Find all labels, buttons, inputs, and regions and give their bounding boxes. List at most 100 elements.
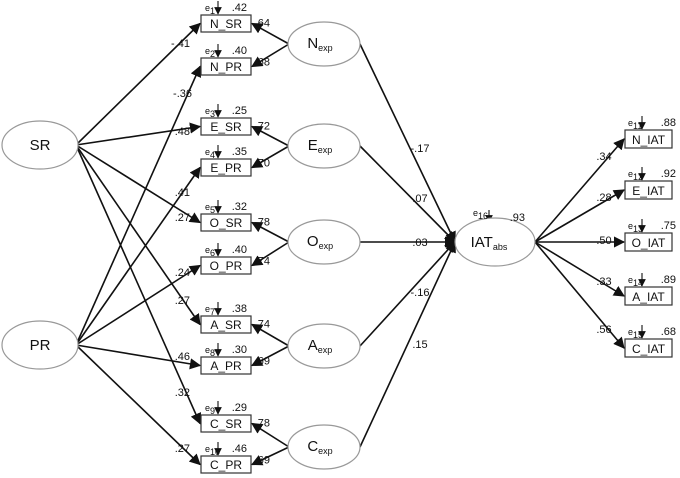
iat-ellipse [454, 217, 536, 267]
coef-pr-O_PR: .24 [175, 267, 190, 279]
path-sr-N_SR [75, 22, 201, 146]
coef-sr-O_SR: .27 [175, 212, 190, 224]
error-label: e10 [205, 444, 220, 457]
outcome-box [624, 129, 673, 149]
loading-Eexp-2 [251, 145, 290, 169]
loading-label: .72 [255, 121, 270, 133]
outcome-error-label: e11 [628, 118, 642, 131]
latent-Oexp: Oexp [287, 219, 361, 265]
latent-Eexp: Eexp [287, 123, 361, 169]
latent-ellipse [287, 219, 361, 265]
path-Aexp-iat [359, 241, 456, 347]
iat-loading-label: .56 [596, 324, 611, 336]
coef-sr-N_SR: -.41 [171, 38, 190, 50]
path-coef-Aexp: -.16 [411, 287, 430, 299]
r-squared: .35 [232, 146, 247, 158]
error-label: e8 [205, 345, 215, 358]
error-label: e6 [205, 245, 215, 258]
indicator-box [200, 57, 252, 76]
r-squared: .30 [232, 344, 247, 356]
iat-loading-label: .28 [596, 192, 611, 204]
loading-Oexp-1 [251, 221, 290, 243]
indicator-label: N_PR [210, 60, 242, 74]
indicator-box [200, 315, 252, 334]
indicator-box [200, 414, 252, 433]
error-label: e5 [205, 202, 215, 215]
outcome-box [624, 338, 673, 358]
latent-Nexp: Nexp [287, 21, 361, 67]
latent-label: Nexp [307, 35, 332, 53]
latent-label: Oexp [307, 233, 333, 251]
coef-pr-E_PR: .41 [175, 187, 190, 199]
indicator-label: N_SR [210, 17, 242, 31]
loading-Cexp-1 [251, 422, 290, 448]
path-pr-C_PR [75, 344, 201, 466]
coef-pr-A_PR: .46 [175, 351, 190, 363]
outcome-error-label: e12 [628, 169, 643, 182]
latent-ellipse [287, 424, 361, 470]
error-label: e7 [205, 304, 215, 317]
loading-label: .69 [255, 455, 270, 467]
coef-pr-N_PR: -.36 [173, 88, 192, 100]
r-squared: .40 [232, 45, 247, 57]
loading-Cexp-2 [250, 446, 290, 466]
latent-Cexp: Cexp [287, 424, 361, 470]
loading-label: .78 [255, 418, 270, 430]
indicator-label: A_SR [210, 318, 242, 332]
outcome-r-squared: .89 [661, 274, 676, 286]
indicator-box [200, 455, 252, 474]
coef-sr-A_SR: .27 [175, 295, 190, 307]
path-Nexp-iat [359, 43, 456, 244]
r-squared: .40 [232, 244, 247, 256]
pr-node: PR [1, 320, 79, 370]
sr-ellipse [1, 120, 79, 170]
pr-label: PR [30, 337, 51, 354]
latent-label: Aexp [308, 337, 333, 355]
loading-label: .74 [255, 319, 270, 331]
indicator-label: O_SR [210, 216, 243, 230]
path-pr-O_PR [75, 264, 201, 346]
error-label: e2 [205, 46, 215, 59]
indicator-box [200, 14, 252, 33]
indicator-box [200, 158, 252, 177]
indicator-label: C_PR [210, 458, 242, 472]
loading-label: .70 [255, 158, 270, 170]
outcome-label: N_IAT [632, 133, 666, 147]
path-Cexp-iat [359, 240, 456, 448]
outcome-box [624, 286, 673, 306]
r-squared: .29 [232, 402, 247, 414]
outcome-r-squared: .88 [661, 117, 676, 129]
indicator-box [200, 256, 252, 275]
edges-layer [75, 1, 646, 466]
latent-label: Eexp [308, 137, 333, 155]
path-sr-C_SR [75, 144, 202, 425]
r-squared: .32 [232, 201, 247, 213]
loading-iat-N_IAT [534, 138, 625, 243]
path-pr-A_PR [75, 344, 202, 370]
iat-label: IATabs [471, 234, 508, 252]
loading-label: .68 [255, 57, 270, 69]
outcome-r-squared: .68 [661, 326, 676, 338]
outcome-r-squared: .75 [661, 220, 676, 232]
r-squared: .25 [232, 105, 247, 117]
indicator-label: E_SR [210, 120, 242, 134]
path-coef-Cexp: .15 [412, 339, 427, 351]
sr-node: SR [1, 120, 79, 170]
iat-r-squared: .93 [510, 212, 525, 224]
latent-Aexp: Aexp [287, 323, 361, 369]
labels-layer: -.41.48.27.27.32-.36.41.24.46.27.64.68-.… [171, 18, 612, 467]
iat-loading-label: .34 [596, 151, 611, 163]
